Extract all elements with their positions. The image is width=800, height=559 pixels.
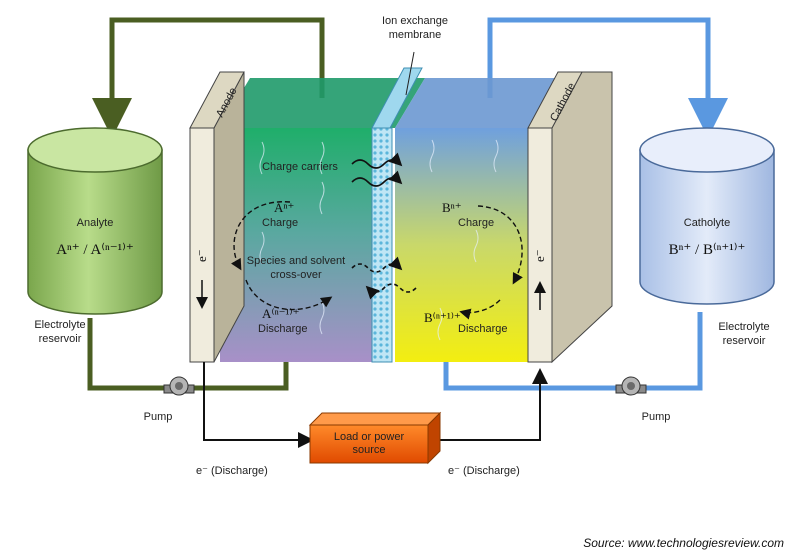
b-discharge-label: Discharge	[458, 323, 508, 335]
right-reservoir-label-2: reservoir	[723, 335, 766, 347]
species-label-2: cross-over	[270, 269, 322, 281]
a-discharge-species: A⁽ⁿ⁻¹⁾⁺	[262, 306, 300, 321]
catholyte-formula: Bⁿ⁺ / B⁽ⁿ⁺¹⁾⁺	[669, 242, 746, 258]
cathode-plate	[527, 71, 613, 364]
anode-electron-label: e⁻	[194, 249, 209, 262]
anolyte-tank	[27, 127, 163, 315]
analyte-formula: Aⁿ⁺ / A⁽ⁿ⁻¹⁾⁺	[56, 242, 134, 258]
source-credit: Source: www.technologiesreview.com	[583, 536, 784, 550]
b-discharge-species: B⁽ⁿ⁺¹⁾⁺	[424, 310, 461, 325]
external-circuit	[203, 362, 548, 448]
pump-left-label: Pump	[144, 411, 173, 423]
load-box	[308, 411, 442, 465]
flow-streaks	[259, 139, 499, 341]
cathode-reaction-cycle	[459, 205, 523, 320]
catholyte-label: Catholyte	[684, 217, 730, 229]
pump-left-icon	[163, 376, 195, 396]
cathode-electron-label: e⁻	[532, 249, 547, 262]
a-discharge-label: Discharge	[258, 323, 308, 335]
pump-right-icon	[615, 376, 647, 396]
left-reservoir-label-1: Electrolyte	[34, 319, 85, 331]
membrane-label-2: membrane	[389, 29, 442, 41]
analyte-label: Analyte	[77, 217, 114, 229]
load-label-2: source	[352, 444, 385, 456]
a-charge-label: Charge	[262, 217, 298, 229]
membrane-label-1: Ion exchange	[382, 15, 448, 27]
a-charge-species: Aⁿ⁺	[274, 200, 294, 215]
membrane-callout-line	[405, 51, 415, 96]
anode-reaction-cycle	[230, 201, 333, 311]
pump-right-label: Pump	[642, 411, 671, 423]
anode-plate	[189, 71, 245, 363]
b-charge-label: Charge	[458, 217, 494, 229]
charge-carriers-label: Charge carriers	[262, 161, 338, 173]
species-label-1: Species and solvent	[247, 255, 345, 267]
left-discharge-label: e⁻ (Discharge)	[196, 465, 268, 477]
anolyte-chamber	[220, 78, 425, 362]
right-discharge-label: e⁻ (Discharge)	[448, 465, 520, 477]
catholyte-tank	[639, 127, 775, 305]
left-reservoir-label-2: reservoir	[39, 333, 82, 345]
b-charge-species: Bⁿ⁺	[442, 200, 462, 215]
catholyte-chamber	[395, 78, 570, 362]
charge-carrier-arrows	[351, 152, 417, 300]
right-reservoir-label-1: Electrolyte	[718, 321, 769, 333]
load-label-1: Load or power	[334, 431, 405, 443]
